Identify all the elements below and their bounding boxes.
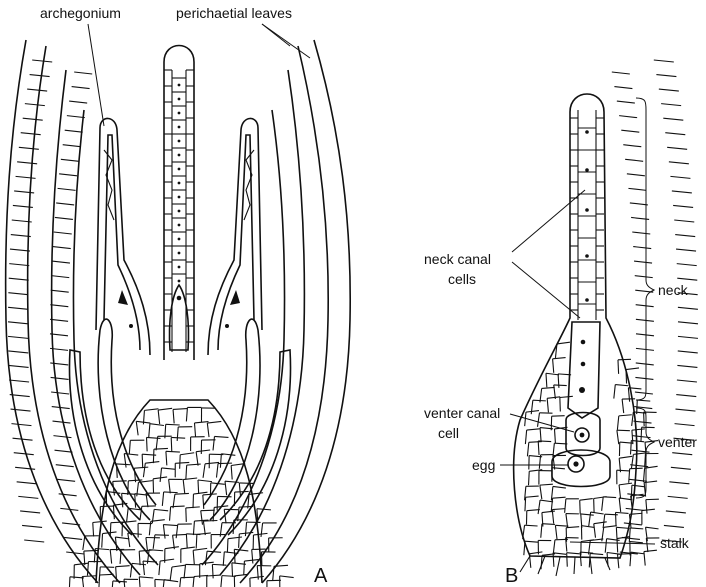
right-archegonium — [208, 118, 262, 355]
label-neck-canal-cells-2: cells — [448, 271, 476, 287]
pointer-neck-canal-1 — [512, 190, 585, 252]
label-stalk: stalk — [660, 535, 690, 551]
label-venter-canal-cell-2: cell — [438, 425, 459, 441]
outer-leaf-right — [202, 40, 698, 583]
panel-letter-a: A — [314, 565, 328, 587]
panel-b-drawing — [514, 94, 660, 576]
label-perichaetial-leaves: perichaetial leaves — [176, 5, 292, 21]
label-neck: neck — [658, 282, 689, 298]
central-archegonium — [164, 46, 194, 361]
neck-bracket — [636, 98, 654, 400]
label-archegonium: archegonium — [40, 5, 121, 21]
label-venter-canal-cell-1: venter canal — [424, 405, 500, 421]
archegonium-b-outline — [514, 94, 637, 558]
panel-letter-b: B — [505, 565, 518, 587]
left-archegonium — [96, 118, 150, 355]
pointer-archegonium — [88, 24, 104, 126]
stem-tissue — [69, 400, 293, 587]
label-venter: venter — [658, 434, 697, 450]
label-neck-canal-cells-1: neck canal — [424, 251, 491, 267]
label-egg: egg — [472, 457, 495, 473]
pointer-perichaetial-leaves-2 — [262, 24, 310, 58]
